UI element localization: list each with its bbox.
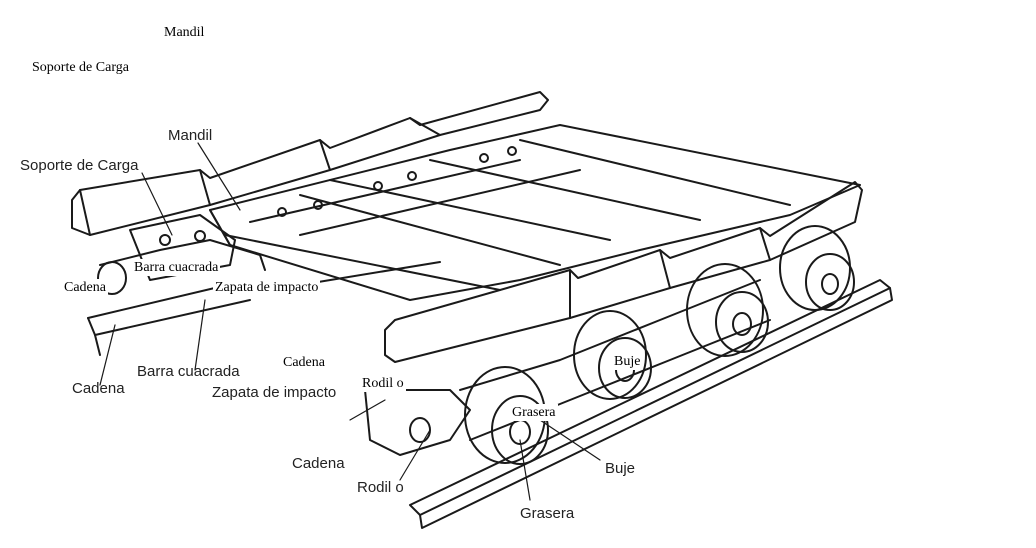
overlay-rodillo: Rodil o <box>360 375 406 392</box>
rail <box>87 261 893 529</box>
figure-label-rodillo: Rodil o <box>357 479 404 496</box>
header-soporte: Soporte de Carga <box>30 59 131 76</box>
overlay-grasera: Grasera <box>510 404 558 421</box>
figure-label-cadena-left: Cadena <box>72 380 125 397</box>
front-side-plate <box>384 181 863 363</box>
figure-label-mandil: Mandil <box>168 127 212 144</box>
header-mandil: Mandil <box>162 24 207 41</box>
overlay-zapata: Zapata de impacto <box>213 279 321 296</box>
figure-label-zapata: Zapata de impacto <box>212 384 336 401</box>
figure-label-barra: Barra cuacrada <box>137 363 240 380</box>
figure-label-cadena-bottom: Cadena <box>292 455 345 472</box>
rollers <box>464 225 855 465</box>
overlay-cadena-mid: Cadena <box>281 354 327 371</box>
chain-links <box>97 214 771 456</box>
figure-label-soporte: Soporte de Carga <box>20 157 139 174</box>
figure-label-grasera: Grasera <box>520 505 575 522</box>
overlay-cadena-left: Cadena <box>62 279 108 296</box>
apron-pans <box>209 124 861 301</box>
figure-label-buje: Buje <box>605 460 635 477</box>
overlay-buje: Buje <box>612 353 643 370</box>
back-side-plate <box>71 91 549 236</box>
leader-lines <box>99 142 601 501</box>
overlay-barra: Barra cuacrada <box>132 259 221 276</box>
